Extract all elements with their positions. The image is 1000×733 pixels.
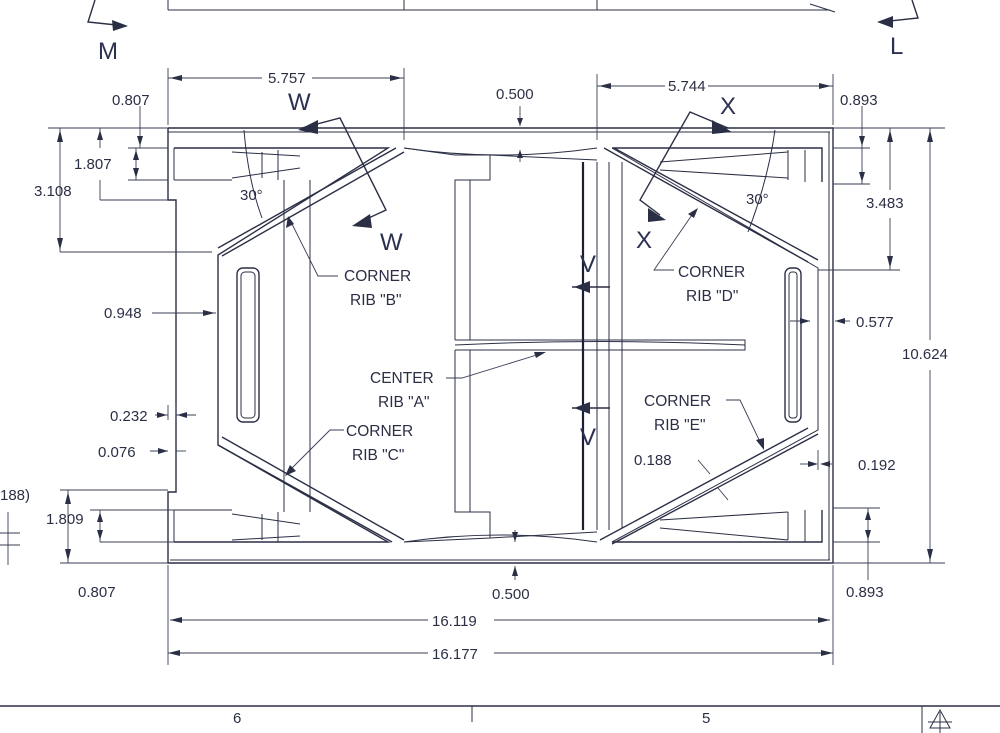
zone-label-5: 5 [702,710,710,727]
dim-0577: 0.577 [856,314,894,331]
rib-b-line2: RIB "B" [350,292,402,309]
section-label-x-top: X [720,93,736,120]
dimension-lines [0,68,945,665]
dim-16177: 16.177 [432,646,478,663]
dim-16119: 16.119 [432,613,477,630]
dim-10624: 10.624 [902,346,948,363]
dim-3483: 3.483 [866,195,904,212]
callout-rib-b: CORNER RIB "B" [286,216,411,309]
dim-0076: 0.076 [98,444,136,461]
dim-0893-top: 0.893 [840,92,878,109]
corner-rib-e [599,427,819,545]
section-label-w-top: W [288,89,311,116]
dim-5757: 5.757 [268,70,306,87]
section-label-v-top: V [580,251,596,278]
dim-top-0500: 0.500 [496,86,534,103]
dim-partial-188: 188) [0,487,30,504]
dim-0192: 0.192 [858,457,896,474]
rib-e-line1: CORNER [644,393,711,410]
right-slot [784,267,802,423]
left-slot [236,267,260,423]
callout-rib-d: CORNER RIB "D" [653,208,745,305]
section-label-l: L [890,33,903,60]
callout-rib-a: CENTER RIB "A" [370,352,546,411]
plate-outline [167,127,834,564]
section-arrow-l: L [877,0,919,60]
rib-a-line2: RIB "A" [378,394,430,411]
corner-rib-c [217,436,405,543]
dim-0807-top: 0.807 [112,92,150,109]
dim-3108: 3.108 [34,183,72,200]
corner-rib-d [603,147,819,263]
section-label-x-bottom: X [636,227,652,254]
callout-rib-e: CORNER RIB "E" [644,393,764,450]
dim-bottom-0500: 0.500 [492,586,530,603]
dim-1807: 1.807 [74,156,112,173]
section-cut-v: V V [572,251,610,451]
callout-rib-c: CORNER RIB "C" [285,423,413,476]
dim-0948: 0.948 [104,305,142,322]
angle-right-text: 30° [746,191,769,208]
zone-label-6: 6 [233,710,241,727]
rib-c-line2: RIB "C" [352,447,404,464]
dim-0893-bottom: 0.893 [846,584,884,601]
dim-0807-bottom: 0.807 [78,584,116,601]
adjacent-view-remnant [167,0,836,13]
section-label-m: M [98,38,118,65]
rib-d-line1: CORNER [678,264,745,281]
dim-1809: 1.809 [46,511,84,528]
inner-frame [173,147,823,543]
dim-5744: 5.744 [668,78,706,95]
rib-b-line1: CORNER [344,268,411,285]
angle-left-text: 30° [240,187,263,204]
angle-marks: 30° 30° [240,129,776,233]
corner-rib-b [217,147,405,257]
section-cut-x: X X [636,93,736,254]
zone-strip: 6 5 [0,705,1000,733]
section-label-w-bottom: W [380,229,403,256]
section-cut-w: W W [288,89,403,256]
section-label-v-bottom: V [580,424,596,451]
dim-0232: 0.232 [110,408,148,425]
dimension-text: 5.757 0.500 5.744 0.807 0.893 1.807 3.10… [0,70,948,663]
rib-a-line1: CENTER [370,370,434,387]
dim-0188: 0.188 [634,452,672,469]
rib-d-line2: RIB "D" [686,288,738,305]
rib-c-line1: CORNER [346,423,413,440]
rib-e-line2: RIB "E" [654,417,706,434]
section-arrow-m: M [87,0,128,65]
